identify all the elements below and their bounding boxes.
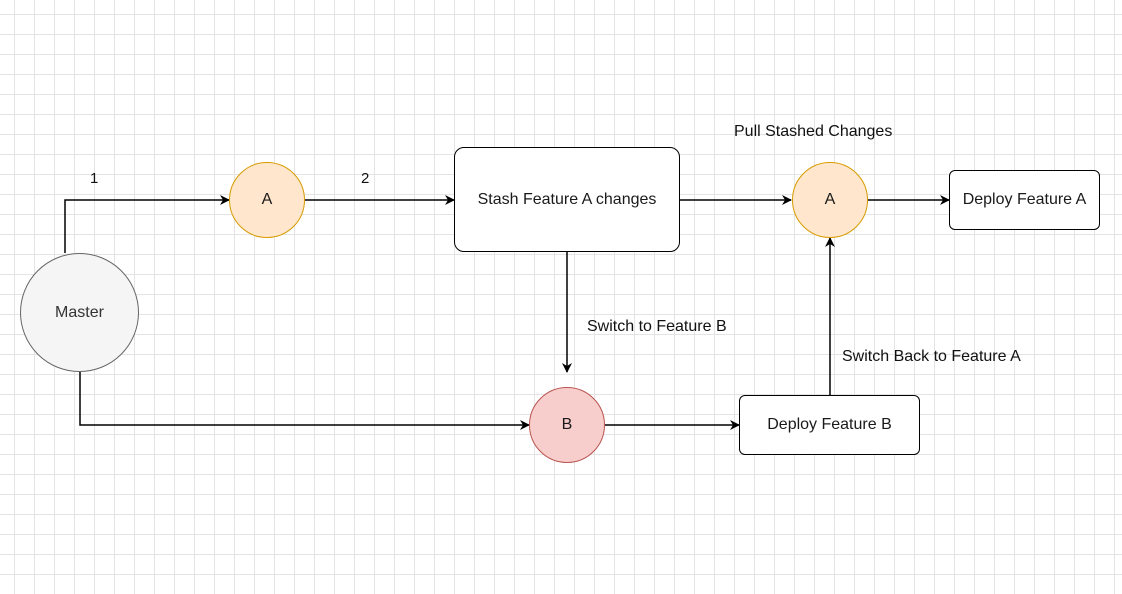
edge-label-step-2: 2 (361, 170, 370, 187)
master-label: Master (55, 303, 104, 321)
deploy-feature-a-node[interactable]: Deploy Feature A (949, 170, 1100, 230)
master-node[interactable]: Master (20, 253, 139, 372)
edge-master-to-b (79, 372, 530, 430)
deploy-feature-b-node[interactable]: Deploy Feature B (739, 395, 920, 455)
edge-label-pull-stashed: Pull Stashed Changes (734, 123, 893, 140)
feature-b-node[interactable]: B (529, 387, 605, 463)
feature-a-node[interactable]: A (229, 162, 305, 238)
stash-changes-label: Stash Feature A changes (477, 190, 657, 208)
feature-a-restored-label: A (824, 191, 836, 208)
edge-label-switch-back-to-a: Switch Back to Feature A (842, 348, 1021, 365)
deploy-feature-a-label: Deploy Feature A (962, 191, 1087, 208)
deploy-feature-b-label: Deploy Feature B (767, 416, 892, 433)
edge-label-switch-to-b: Switch to Feature B (587, 318, 727, 335)
feature-a-restored-node[interactable]: A (792, 162, 868, 238)
feature-a-label: A (261, 191, 273, 208)
edge-master-to-a (64, 195, 230, 253)
stash-changes-node[interactable]: Stash Feature A changes (454, 147, 680, 252)
edge-label-step-1: 1 (90, 170, 99, 187)
feature-b-label: B (561, 416, 573, 433)
